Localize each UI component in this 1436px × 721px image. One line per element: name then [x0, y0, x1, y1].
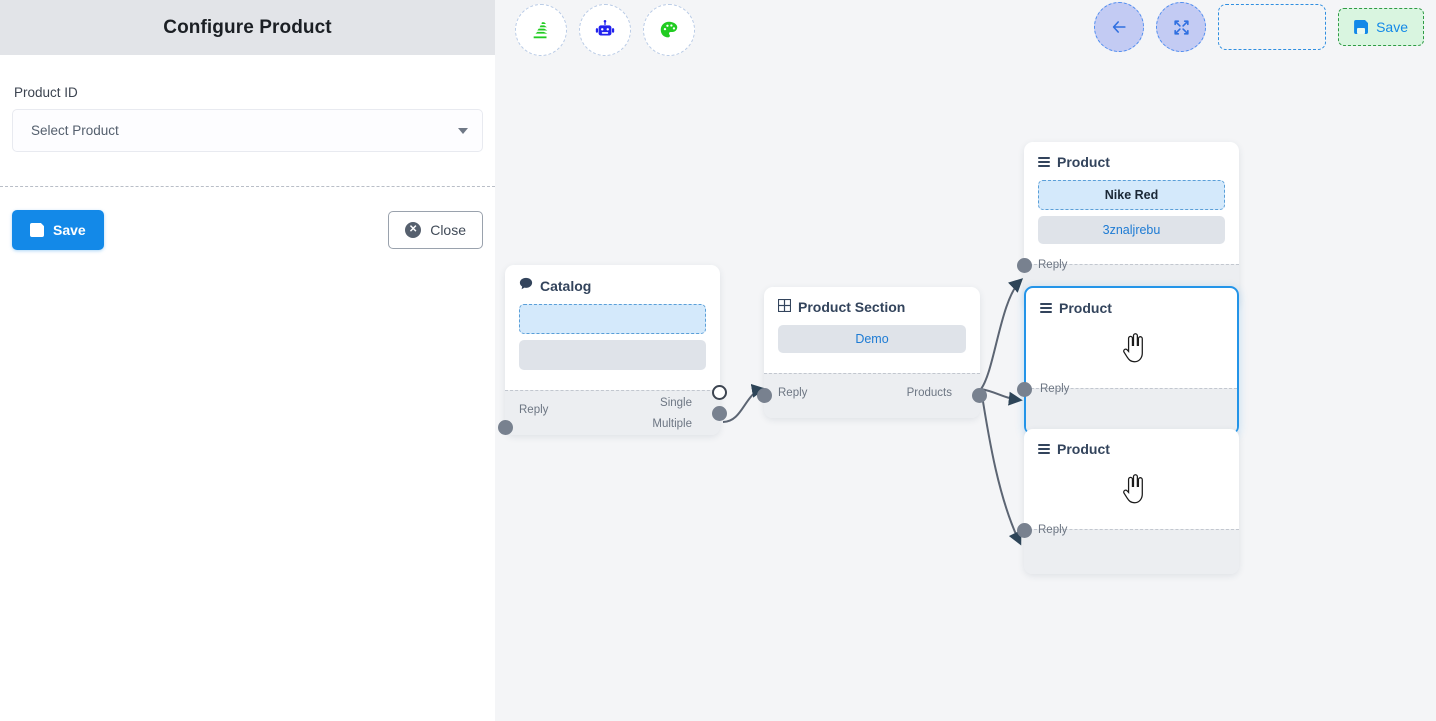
node-product-3-header: Product: [1024, 429, 1239, 463]
close-button-label: Close: [430, 222, 466, 238]
node-product-3-title: Product: [1057, 441, 1110, 457]
compress-icon: [1173, 19, 1189, 35]
empty-toolbar-slot[interactable]: [1218, 4, 1327, 50]
catalog-port-reply-in[interactable]: [498, 420, 513, 435]
product-section-port-reply-in[interactable]: [757, 388, 772, 403]
node-product-2-title: Product: [1059, 300, 1112, 316]
palette-icon: [660, 21, 678, 38]
fit-view-button[interactable]: [1156, 2, 1207, 52]
hand-cursor-icon: [1122, 474, 1143, 504]
product-1-reply-label: Reply: [1038, 259, 1068, 271]
node-product-1[interactable]: Product Nike Red 3znaljrebu Reply: [1017, 142, 1239, 309]
node-product-3-body: [1024, 463, 1239, 529]
close-button[interactable]: ✕ Close: [388, 211, 483, 249]
product-section-port-products-out[interactable]: [972, 388, 987, 403]
canvas-toolbar-right: Save: [1094, 2, 1424, 52]
node-catalog-footer: Reply Single Multiple: [498, 385, 727, 435]
canvas-save-label: Save: [1376, 19, 1408, 35]
hand-cursor-icon: [1122, 333, 1143, 363]
node-product-section-header: Product Section: [764, 287, 980, 321]
node-catalog-title: Catalog: [540, 277, 592, 294]
product-section-reply-label: Reply: [778, 387, 808, 399]
robot-icon: [595, 20, 615, 36]
product-1-chip-nike-red[interactable]: Nike Red: [1038, 180, 1225, 210]
catalog-multiple-label: Multiple: [652, 418, 692, 430]
node-product-section-title: Product Section: [798, 299, 906, 315]
hamburger-icon: [1038, 442, 1050, 456]
chevron-down-icon: [458, 127, 468, 134]
save-button[interactable]: Save: [12, 210, 104, 250]
flow-canvas[interactable]: Catalog Reply Single Multiple: [495, 0, 1436, 721]
node-product-2-footer: Reply: [1017, 382, 1237, 433]
node-product-1-title: Product: [1057, 154, 1110, 170]
node-product-1-body: Nike Red 3znaljrebu: [1024, 176, 1239, 264]
catalog-port-single-out[interactable]: [712, 385, 727, 400]
floppy-disk-icon: [1354, 20, 1368, 34]
product-1-chip-variant[interactable]: 3znaljrebu: [1038, 216, 1225, 244]
palette-tool-button[interactable]: [643, 4, 695, 56]
edge-section-to-product-3: [980, 388, 1022, 546]
product-2-port-reply-in[interactable]: [1017, 382, 1032, 397]
panel-body: Product ID Select Product Save ✕ Close: [0, 55, 495, 250]
catalog-reply-label: Reply: [519, 404, 549, 416]
close-icon: ✕: [405, 222, 422, 238]
robot-tool-button[interactable]: [579, 4, 631, 56]
arrow-left-icon: [1112, 21, 1126, 33]
grid-table-icon: [777, 298, 792, 315]
node-catalog[interactable]: Catalog Reply Single Multiple: [498, 265, 727, 435]
node-product-2[interactable]: Product Reply: [1017, 286, 1239, 435]
node-product-section-footer: Reply Products: [757, 373, 987, 418]
catalog-chip-2[interactable]: [519, 340, 706, 370]
node-product-2-header: Product: [1026, 288, 1237, 322]
layers-stack-tool-button[interactable]: [515, 4, 567, 56]
product-select[interactable]: Select Product: [12, 109, 483, 152]
panel-footer: Save ✕ Close: [0, 200, 495, 260]
layers-stack-icon: [533, 22, 548, 39]
chat-bubble-icon: [519, 277, 533, 294]
configure-product-panel: Configure Product Product ID Select Prod…: [0, 0, 495, 721]
node-product-3-footer: Reply: [1017, 523, 1239, 574]
product-section-chip-demo[interactable]: Demo: [778, 325, 966, 353]
product-section-products-label: Products: [906, 387, 952, 399]
product-3-port-reply-in[interactable]: [1017, 523, 1032, 538]
back-button[interactable]: [1094, 2, 1145, 52]
product-id-label: Product ID: [14, 85, 78, 100]
product-2-reply-label: Reply: [1040, 383, 1070, 395]
product-3-reply-label: Reply: [1038, 524, 1068, 536]
product-1-port-reply-in[interactable]: [1017, 258, 1032, 273]
node-catalog-header: Catalog: [505, 265, 720, 300]
node-product-section-body: Demo: [764, 321, 980, 373]
node-catalog-body: [505, 300, 720, 390]
page-title: Configure Product: [163, 16, 332, 38]
hamburger-icon: [1038, 155, 1050, 169]
catalog-single-label: Single: [660, 397, 692, 409]
node-product-3[interactable]: Product Reply: [1017, 429, 1239, 574]
catalog-chip-1[interactable]: [519, 304, 706, 334]
hamburger-icon: [1040, 301, 1052, 315]
floppy-disk-icon: [30, 223, 44, 237]
node-product-section[interactable]: Product Section Demo Reply Products: [757, 287, 987, 418]
node-product-2-body: [1026, 322, 1237, 388]
catalog-port-multiple-out[interactable]: [712, 406, 727, 421]
save-button-label: Save: [53, 222, 86, 238]
canvas-save-button[interactable]: Save: [1338, 8, 1424, 46]
edge-section-to-product-1: [980, 278, 1024, 390]
product-select-placeholder: Select Product: [31, 123, 119, 138]
panel-header: Configure Product: [0, 0, 495, 55]
canvas-toolbar-left: [515, 4, 695, 56]
node-product-1-header: Product: [1024, 142, 1239, 176]
panel-divider: [0, 186, 495, 187]
